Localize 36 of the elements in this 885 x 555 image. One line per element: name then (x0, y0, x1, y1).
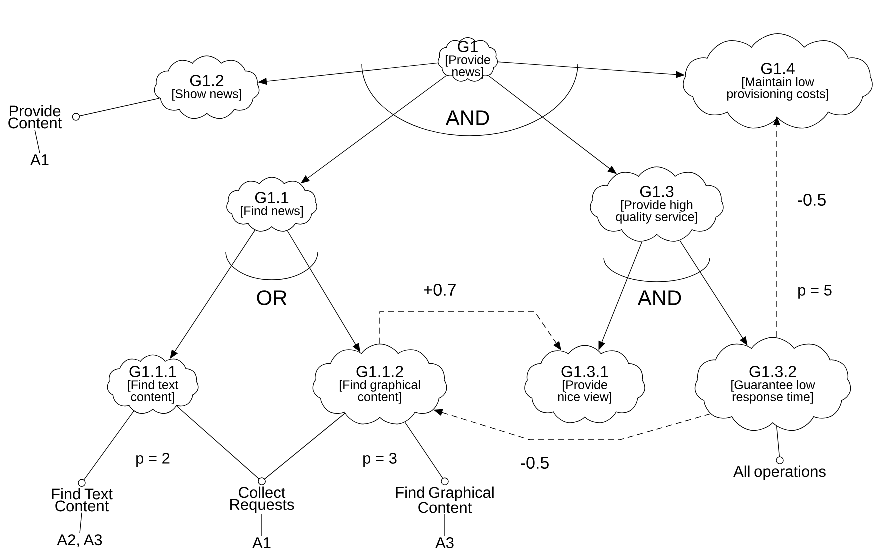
task-label: All operations (734, 466, 826, 480)
task-label: A1 (252, 538, 271, 548)
connector-line (404, 422, 449, 486)
goal-cloud: G1.4 [Maintain low provisioning costs] (683, 34, 873, 129)
edge-label: -0.5 (519, 456, 551, 470)
goal-cloud: G1.1 [Find news] (226, 177, 318, 232)
goal-cloud: G1.1.2 [Find graphical content] (312, 344, 448, 425)
goal-cloud: G1 [Provide news] (438, 37, 498, 82)
connector-line (776, 426, 784, 464)
task-label: A1 (30, 154, 49, 166)
link-line (444, 514, 446, 537)
task-label: Find Text Content (52, 488, 113, 512)
task-label: Find Graphical Content (396, 486, 494, 514)
link-line (80, 512, 82, 534)
task-label: A3 (436, 538, 454, 548)
goal-cloud: G1.1.1 [Find text content] (107, 354, 199, 414)
probability-label: p = 5 (798, 285, 832, 299)
probability-label: p = 3 (364, 452, 397, 468)
goal-cloud: G1.3.1 [Provide nice view] (524, 345, 646, 424)
operator-label: OR (257, 290, 287, 306)
task-label: Collect Requests (230, 486, 294, 514)
goal-cloud: G1.2 [Show news] (154, 56, 260, 120)
link-line (34, 130, 40, 154)
edge-label: +0.7 (422, 282, 458, 298)
connector-line (258, 413, 346, 486)
arrow (488, 76, 617, 174)
edge-label: -0.5 (796, 192, 828, 208)
operator-label: AND (638, 290, 682, 306)
connector-line (78, 411, 134, 487)
goal-cloud: G1.3.2 [Guarantee low response time] (694, 337, 852, 431)
task-label: Provide Content (8, 105, 62, 129)
task-label: A2, A3 (57, 534, 102, 548)
goal-cloud: G1.3 [Provide high quality service] (590, 166, 724, 242)
operator-label: AND (446, 110, 490, 126)
probability-label: p = 2 (136, 452, 170, 468)
connector-line (72, 98, 160, 121)
